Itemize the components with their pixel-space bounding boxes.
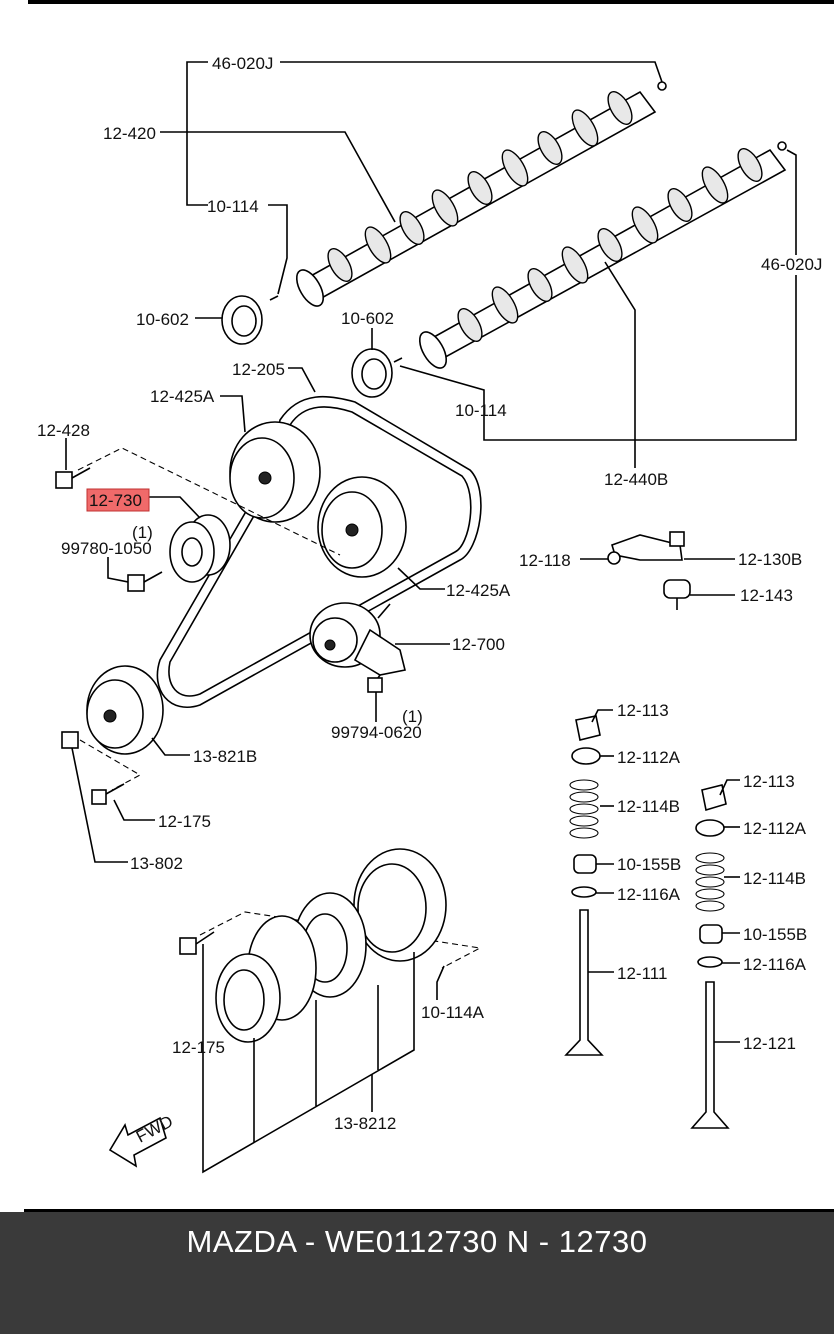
label-10-602-a: 10-602 [136,310,189,329]
label-12-440b: 12-440B [604,470,668,489]
label-10-114-b: 10-114 [455,401,507,420]
label-99794-0620: 99794-0620 [331,723,422,742]
label-12-130b: 12-130B [738,550,802,569]
label-12-730-highlighted: 12-730 [89,491,142,510]
label-10-155b-a: 10-155B [617,855,681,874]
label-12-420: 12-420 [103,124,156,143]
label-46-020j-top: 46-020J [212,54,273,73]
label-12-116a-b: 12-116A [743,955,807,974]
label-12-425a-bottom: 12-425A [446,581,511,600]
label-12-700: 12-700 [452,635,505,654]
crank-sprocket-assembly [215,848,447,1043]
label-12-113-b: 12-113 [743,772,795,791]
label-12-111: 12-111 [617,964,667,983]
camshaft-pulley-lower [317,476,407,578]
footer-bar [0,1212,834,1334]
label-10-114a: 10-114A [421,1003,485,1022]
rocker-arm-assembly [607,531,691,610]
label-46-020j-right: 46-020J [761,255,822,274]
timing-belt [156,395,482,708]
label-12-118: 12-118 [519,551,571,570]
part-labels: 46-020J 12-420 10-114 10-602 10-602 46-0… [37,54,822,1133]
label-12-143: 12-143 [740,586,793,605]
forward-direction-arrow: FWD [108,1112,176,1168]
part-number-caption: MAZDA - WE0112730 N - 12730 [186,1224,648,1259]
bolts [55,467,387,955]
label-10-114-a: 10-114 [207,197,259,216]
label-12-121: 12-121 [743,1034,796,1053]
label-12-112a-b: 12-112A [743,819,807,838]
label-12-114b-b: 12-114B [743,869,806,888]
belt-tensioner [309,602,406,676]
highlight-box [86,488,150,512]
valve-train-exhaust [690,784,730,1129]
label-12-175-b: 12-175 [172,1038,225,1057]
label-13-821b: 13-821B [193,747,257,766]
label-qty-1-a: (1) [132,523,153,542]
label-10-155b-b: 10-155B [743,925,807,944]
label-12-112a-a: 12-112A [617,748,681,767]
camshaft-intake [295,81,667,307]
crankshaft-pulley [86,665,164,755]
label-13-8212: 13-8212 [334,1114,396,1133]
top-border [28,0,834,4]
label-10-602-b: 10-602 [341,309,394,328]
camshaft-exhaust [418,141,787,369]
dashed-guides [77,447,482,969]
leader-lines [65,61,797,1174]
engine-timing-exploded-diagram: FWD [37,54,822,1174]
label-12-113-a: 12-113 [617,701,669,720]
label-qty-1-b: (1) [402,707,423,726]
valve-train-intake [564,715,604,1056]
footer-divider [24,1209,834,1213]
camshaft-oil-seals [221,295,403,398]
label-12-205: 12-205 [232,360,285,379]
label-12-428: 12-428 [37,421,90,440]
camshaft-pulley-upper [229,421,321,523]
label-12-175-a: 12-175 [158,812,211,831]
label-99780-1050: 99780-1050 [61,539,152,558]
label-12-425a-top: 12-425A [150,387,215,406]
label-13-802: 13-802 [130,854,183,873]
label-12-116a-a: 12-116A [617,885,681,904]
idler-pulley [169,514,231,583]
label-12-114b-a: 12-114B [617,797,680,816]
